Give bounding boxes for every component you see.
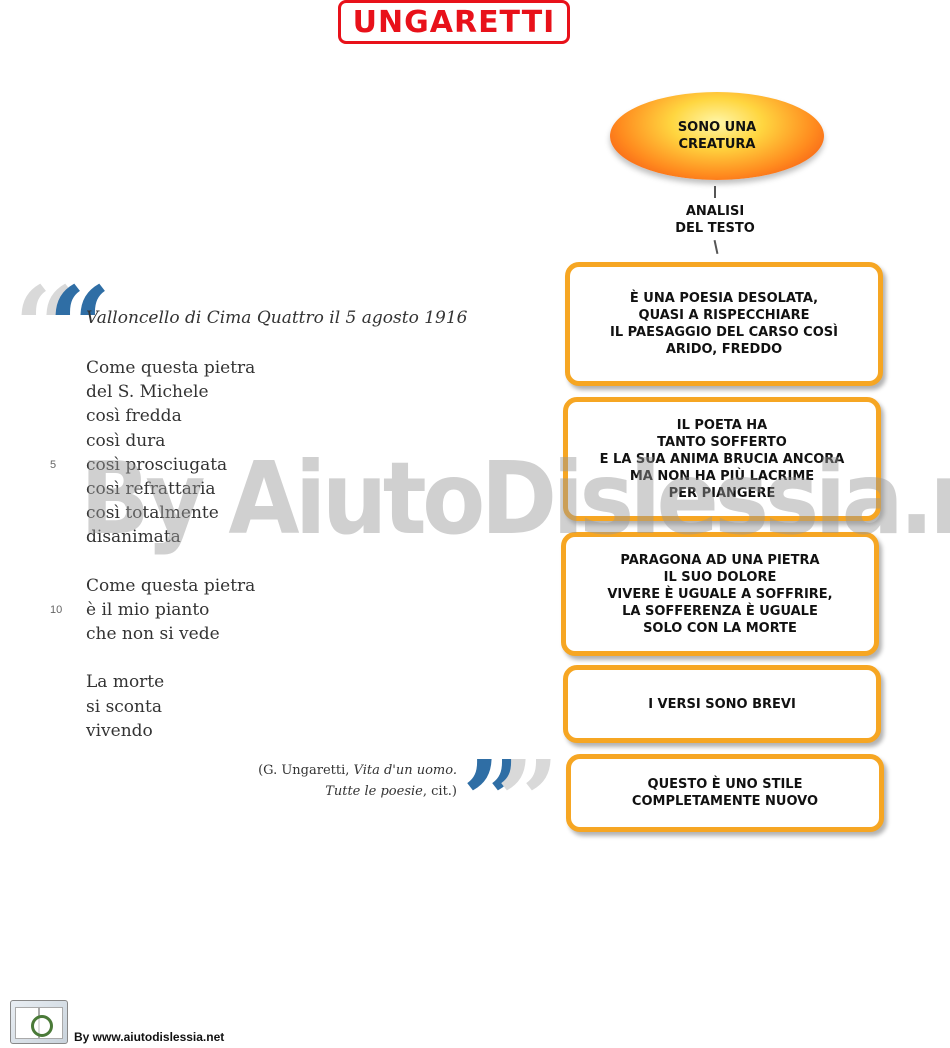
citation-work: Vita d'un uomo. (353, 763, 457, 778)
poem-line: è il mio pianto (86, 599, 210, 620)
poem-line: così refrattaria (86, 478, 216, 499)
poem-line: così totalmente (86, 503, 219, 524)
analysis-box-4: I VERSI SONO BREVI (563, 665, 881, 743)
page-title: UNGARETTI (352, 4, 556, 40)
poem-line: così fredda (86, 406, 182, 427)
poem-line: Come questa pietra (86, 575, 256, 596)
root-node-label: SONO UNA CREATURA (677, 120, 757, 152)
poem-line: si sconta (86, 696, 162, 717)
poem-dateline: Valloncello di Cima Quattro il 5 agosto … (86, 308, 468, 328)
poem-line: disanimata (86, 527, 181, 548)
close-quote-icon: ”” (462, 736, 560, 865)
footer-credit: By www.aiutodislessia.net (74, 1030, 225, 1044)
link-label: ANALISI DEL TESTO (675, 204, 755, 236)
line-number-5: 5 (50, 459, 57, 471)
analysis-box-2: IL POETA HA TANTO SOFFERTO E LA SUA ANIM… (563, 397, 881, 521)
book-logo-icon (10, 1000, 68, 1044)
analysis-box-5-text: QUESTO È UNO STILE COMPLETAMENTE NUOVO (631, 777, 819, 809)
root-node: SONO UNA CREATURA (610, 92, 824, 180)
poem-line: così prosciugata (86, 454, 228, 475)
poem-line: così dura (86, 430, 166, 451)
citation: (G. Ungaretti, Vita d'un uomo. Tutte le … (200, 760, 457, 802)
poem-line: che non si vede (86, 624, 220, 645)
citation-author: (G. Ungaretti, (258, 763, 354, 778)
poem-line: del S. Michele (86, 382, 209, 403)
poem-line: Come questa pietra (86, 358, 256, 378)
poem-line: La morte (86, 672, 165, 693)
analysis-box-3: PARAGONA AD UNA PIETRA IL SUO DOLORE VIV… (561, 532, 879, 656)
analysis-box-4-text: I VERSI SONO BREVI (648, 696, 796, 712)
analysis-box-1: È UNA POESIA DESOLATA, QUASI A RISPECCHI… (565, 262, 883, 386)
connector-bottom (713, 239, 719, 255)
analysis-box-1-text: È UNA POESIA DESOLATA, QUASI A RISPECCHI… (610, 291, 838, 357)
title-box: UNGARETTI (338, 0, 570, 44)
analysis-box-5: QUESTO È UNO STILE COMPLETAMENTE NUOVO (566, 754, 884, 832)
open-quote-icon: ““ (14, 262, 112, 391)
analysis-box-2-text: IL POETA HA TANTO SOFFERTO E LA SUA ANIM… (599, 417, 845, 501)
analysis-box-3-text: PARAGONA AD UNA PIETRA IL SUO DOLORE VIV… (607, 552, 833, 636)
poem-text: Come questa pietra del S. Michele così f… (86, 356, 255, 743)
line-number-10: 10 (50, 604, 63, 616)
citation-collection: Tutte le poesie (325, 784, 423, 799)
citation-suffix: , cit.) (422, 784, 457, 799)
poem-line: vivendo (86, 720, 153, 741)
connector-top (714, 186, 716, 198)
